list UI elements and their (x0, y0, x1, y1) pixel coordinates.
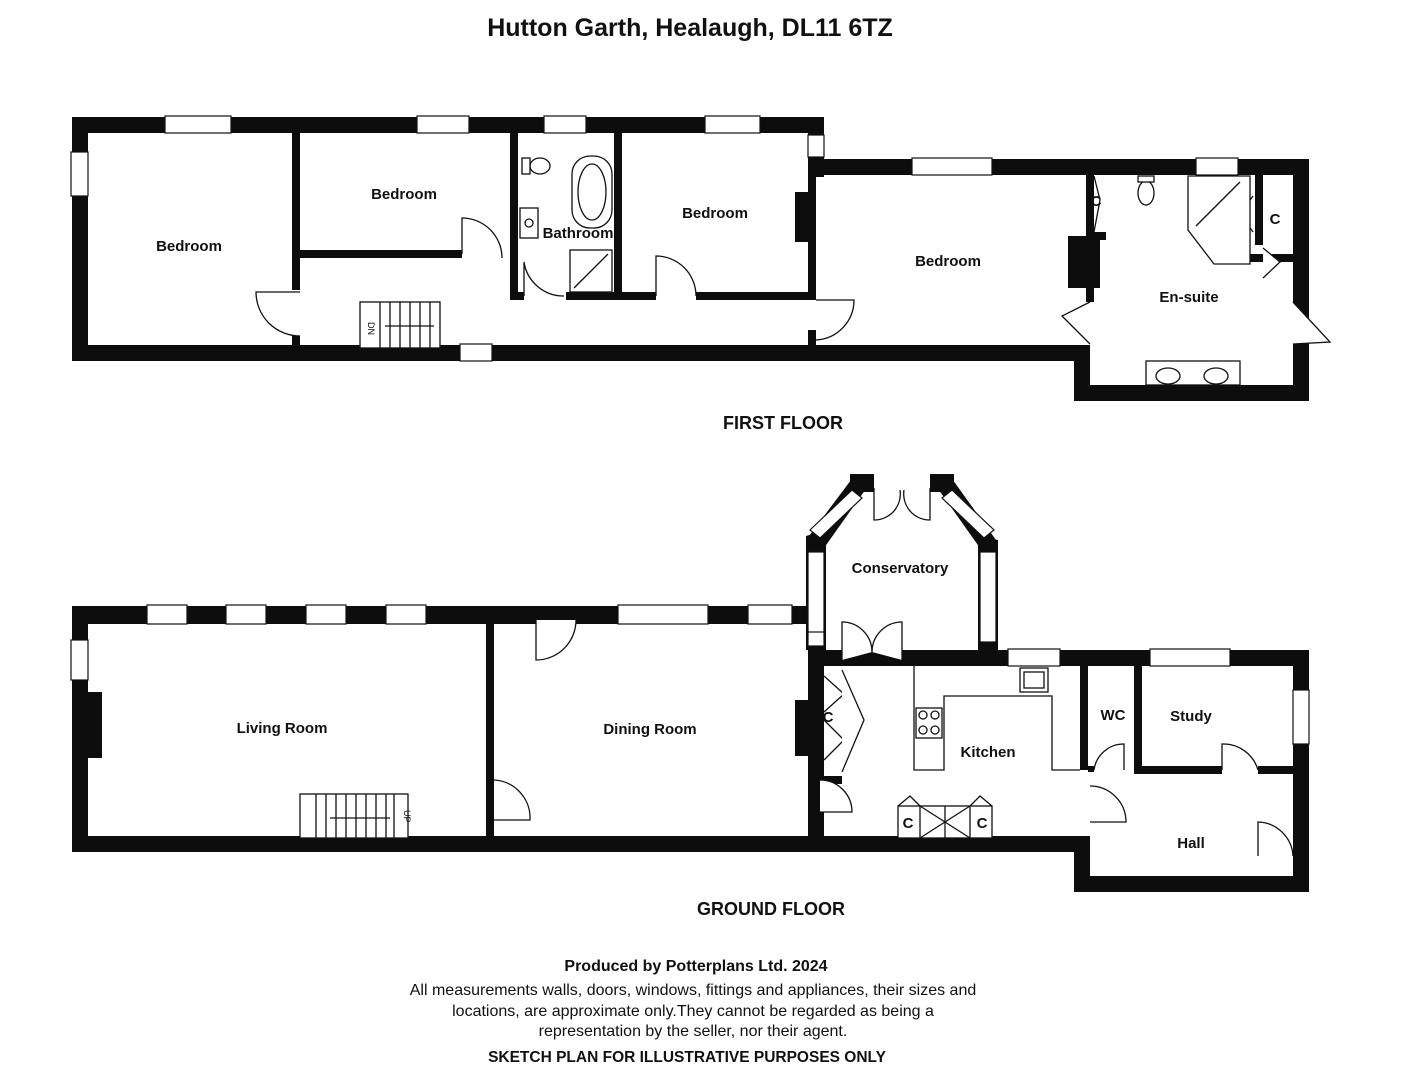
room-label-bathroom: Bathroom (543, 225, 614, 242)
room-label-cupboard-3: C (977, 815, 988, 832)
ground-floor-interior-walls (85, 620, 1298, 838)
first-floor-fixtures (519, 155, 1251, 386)
kitchen-cupboards-icon (897, 795, 993, 839)
sink-icon (519, 207, 539, 239)
first-floor-staircase: DN (359, 301, 441, 349)
room-label-en-suite: En-suite (1159, 289, 1218, 306)
room-label-cupboard-1: C (823, 709, 834, 726)
stair-up-label: UP (402, 810, 412, 823)
ground-floor-staircase: UP (299, 793, 412, 839)
first-floor-windows (70, 115, 1239, 362)
room-label-bedroom-2: Bedroom (371, 186, 437, 203)
room-label-study: Study (1170, 708, 1212, 725)
bathtub-icon (571, 155, 613, 229)
first-floor-plan: DN (70, 115, 1332, 433)
en-suite-toilet-icon (1137, 175, 1155, 206)
stair-down-label: DN (366, 322, 376, 335)
room-label-cupboard-1: C (1091, 193, 1102, 210)
shower-icon (569, 249, 613, 293)
ground-floor-label: GROUND FLOOR (697, 899, 845, 919)
footer-disclaimer-line-2: locations, are approximate only.They can… (452, 1003, 934, 1020)
room-label-bedroom-4: Bedroom (915, 253, 981, 270)
room-label-wc: WC (1101, 707, 1126, 724)
room-label-hall: Hall (1177, 835, 1205, 852)
first-floor-outer-walls (72, 117, 1309, 401)
corner-shower-icon (1187, 175, 1251, 265)
room-label-bedroom-1: Bedroom (156, 238, 222, 255)
room-label-conservatory: Conservatory (852, 560, 949, 577)
first-floor-room-labels: Bedroom Bedroom Bathroom Bedroom Bedroom… (156, 186, 1281, 306)
ground-floor-doors (493, 488, 1294, 857)
room-label-cupboard-2: C (1270, 211, 1281, 228)
ground-floor-room-labels: Living Room Dining Room Conservatory Kit… (237, 560, 1213, 852)
footer-disclaimer-line-1: All measurements walls, doors, windows, … (410, 982, 977, 999)
plan-title: Hutton Garth, Healaugh, DL11 6TZ (487, 14, 893, 42)
toilet-icon (521, 157, 551, 175)
first-floor-label: FIRST FLOOR (723, 413, 843, 433)
hob-icon (915, 707, 943, 739)
footer: Produced by Potterplans Ltd. 2024 All me… (410, 958, 977, 1066)
room-label-dining-room: Dining Room (603, 721, 696, 738)
footer-sketch-note: SKETCH PLAN FOR ILLUSTRATIVE PURPOSES ON… (488, 1049, 887, 1066)
footer-credit: Produced by Potterplans Ltd. 2024 (564, 958, 827, 975)
kitchen-sink-icon (1019, 667, 1049, 693)
room-label-cupboard-2: C (903, 815, 914, 832)
room-label-kitchen: Kitchen (960, 744, 1015, 761)
room-label-bedroom-3: Bedroom (682, 205, 748, 222)
kitchen-fixtures (897, 666, 1080, 839)
room-label-living-room: Living Room (237, 720, 328, 737)
ground-floor-windows (70, 489, 1310, 745)
double-sink-icon (1145, 360, 1241, 386)
footer-disclaimer-line-3: representation by the seller, nor their … (539, 1023, 848, 1040)
ground-floor-plan: UP (70, 474, 1310, 919)
